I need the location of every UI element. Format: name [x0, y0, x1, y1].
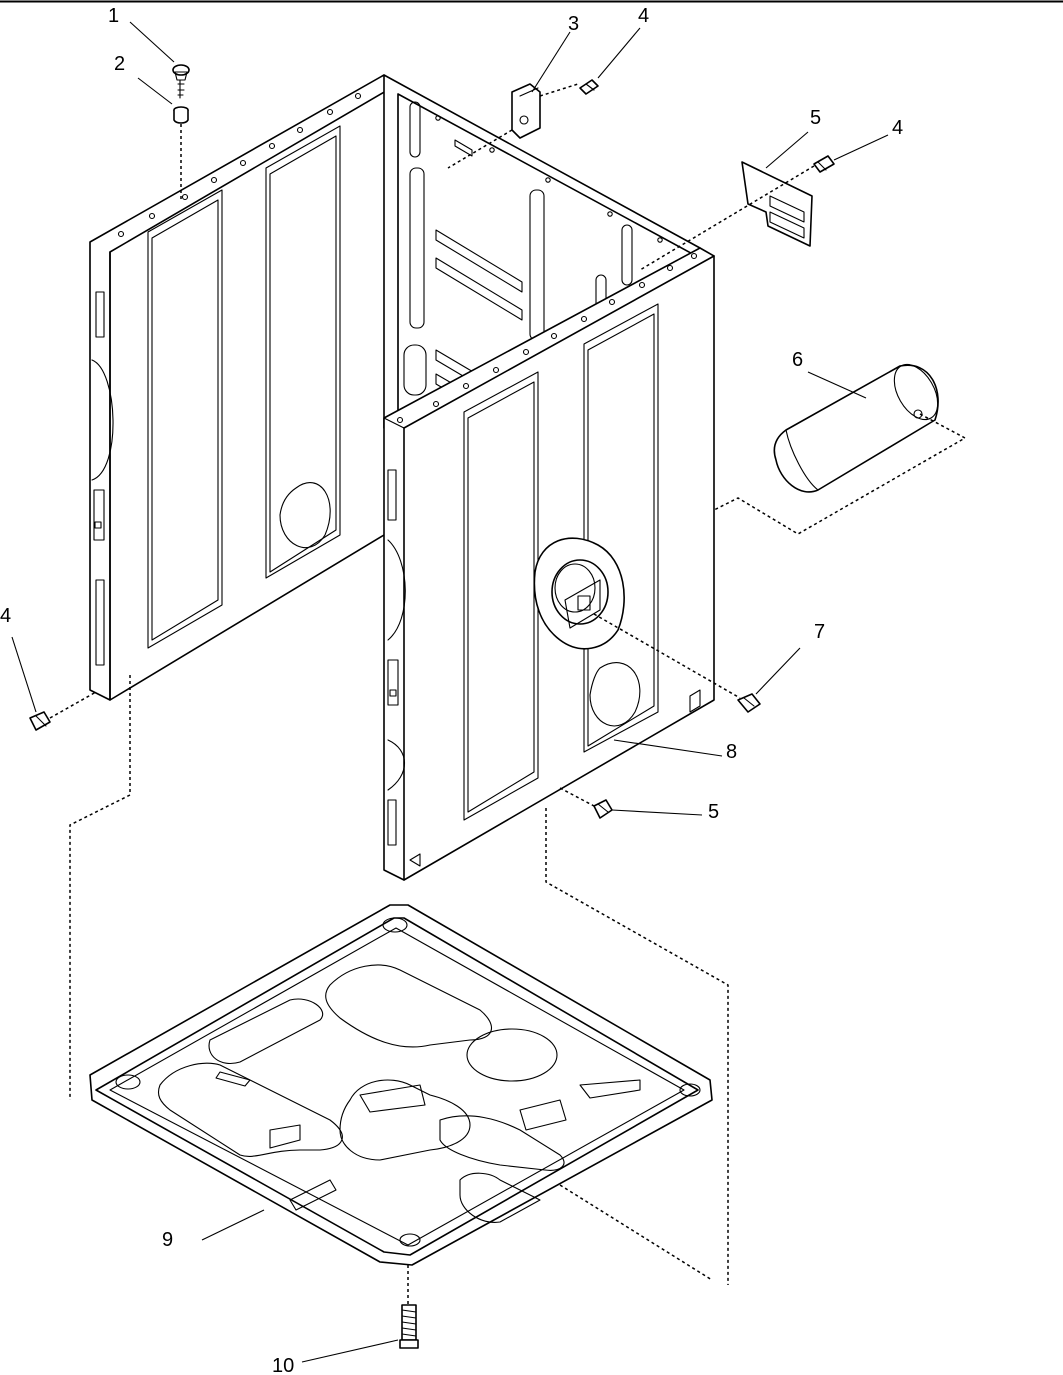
callout-4-right: 4: [892, 117, 903, 139]
callout-5-top: 5: [810, 107, 821, 129]
cover-plate-part: [741, 161, 813, 247]
callout-10: 10: [272, 1355, 294, 1375]
leveling-leg-part: [399, 1304, 419, 1349]
screw-part: [172, 64, 190, 99]
callout-labels: 1 2 3 4 5 4 6 4 7 8 5 9 10: [0, 5, 903, 1375]
callout-5-lower: 5: [708, 801, 719, 823]
callout-9: 9: [162, 1229, 173, 1251]
guide-left: [69, 675, 131, 1100]
right-wall-holes: [396, 252, 698, 424]
screw-5-lower: [593, 799, 613, 819]
callout-4-top: 4: [638, 5, 649, 27]
callout-2: 2: [114, 53, 125, 75]
cylinder-part: [773, 363, 939, 493]
bracket-part: [511, 83, 541, 139]
callout-6: 6: [792, 349, 803, 371]
exhaust-port: [533, 537, 625, 650]
callout-4-left: 4: [0, 605, 11, 627]
screw-4-left: [29, 711, 51, 731]
leader-lines: [11, 21, 889, 1363]
screw-4-right: [813, 155, 835, 173]
callout-3: 3: [568, 13, 579, 35]
callout-8: 8: [726, 741, 737, 763]
guide-bottom: [559, 1184, 713, 1281]
left-wall-holes: [117, 92, 362, 238]
callout-1: 1: [108, 5, 119, 27]
screw-4-top: [579, 79, 599, 95]
screw-7: [737, 693, 761, 713]
callout-7: 7: [814, 621, 825, 643]
base-pan-part: [89, 904, 713, 1266]
spacer-part: [173, 106, 189, 124]
guide-right: [545, 808, 729, 1285]
cabinet-wrapper: [89, 74, 715, 881]
